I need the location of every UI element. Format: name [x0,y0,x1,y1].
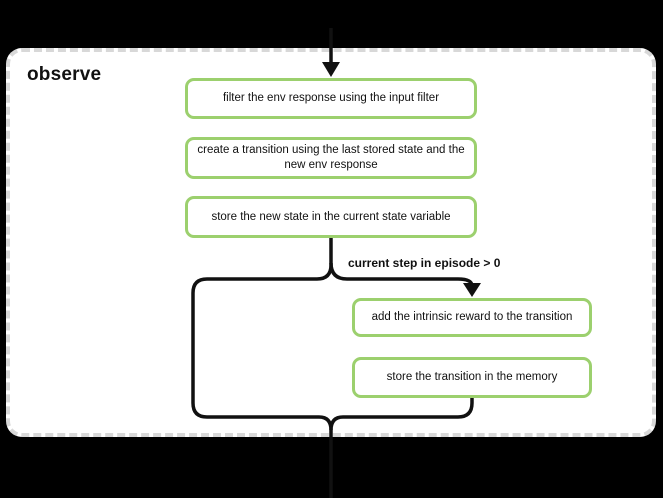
frame-title: observe [27,64,102,85]
step-store-transition: store the transition in the memory [352,357,592,398]
branch-condition-label: current step in episode > 0 [348,256,501,270]
step-store-new-state: store the new state in the current state… [185,196,477,238]
step-add-intrinsic-reward: add the intrinsic reward to the transiti… [352,298,592,337]
step-create-transition: create a transition using the last store… [185,137,477,179]
step-filter-env-response: filter the env response using the input … [185,78,477,119]
